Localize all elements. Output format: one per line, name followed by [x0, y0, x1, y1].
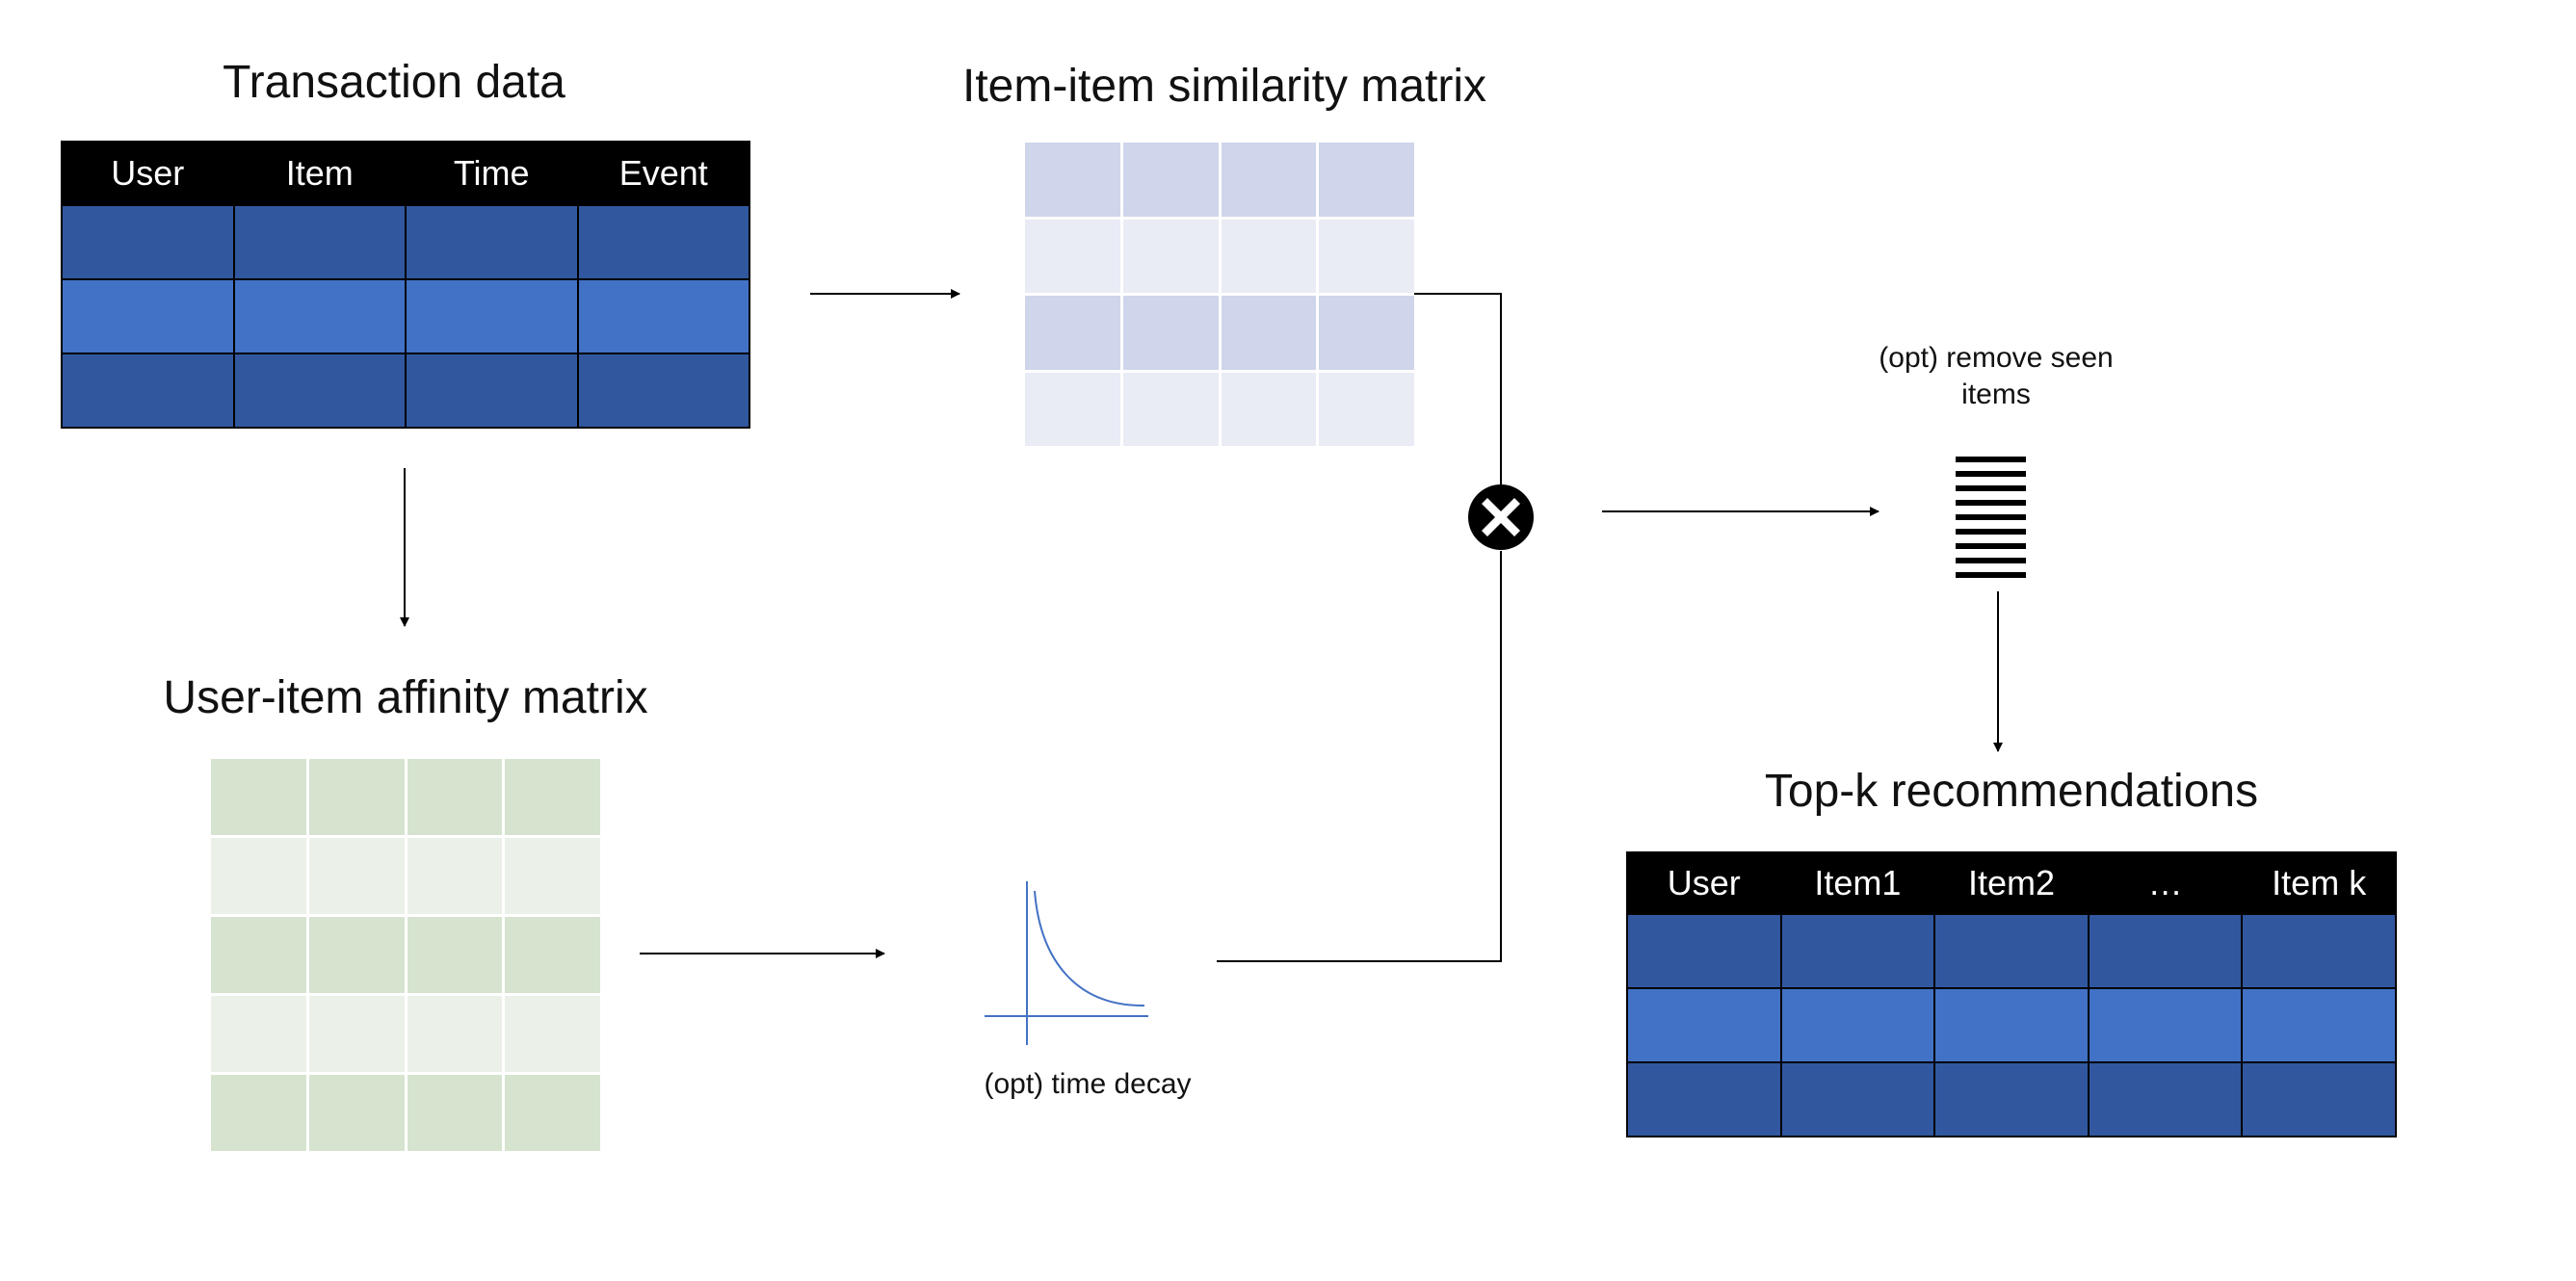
matrix-cell [1122, 372, 1219, 446]
matrix-cell [1025, 296, 1120, 370]
matrix-cell [1221, 296, 1317, 370]
matrix-cell [505, 759, 600, 835]
recommendations-header-row: User Item1 Item2 … Item k [1626, 851, 2397, 915]
line-similarity-to-multiply [1412, 293, 1502, 484]
matrix-cell [211, 759, 306, 835]
multiply-icon [1468, 484, 1534, 550]
matrix-cell [211, 838, 306, 914]
matrix-cell [1319, 296, 1414, 370]
matrix-cell [505, 917, 600, 993]
matrix-cell [308, 917, 405, 993]
list-icon [1956, 457, 2026, 578]
rec-header-item1: Item1 [1779, 851, 1936, 915]
matrix-cell [1221, 372, 1317, 446]
table-row [61, 204, 750, 280]
matrix-cell [505, 996, 600, 1072]
recommendations-table: User Item1 Item2 … Item k [1626, 851, 2397, 1137]
matrix-cell [1025, 143, 1120, 217]
matrix-cell [407, 996, 503, 1072]
table-row [1626, 987, 2397, 1063]
matrix-cell [211, 917, 306, 993]
matrix-cell [1221, 219, 1317, 293]
matrix-cell [308, 759, 405, 835]
remove-seen-caption-line1: (opt) remove seen [1879, 342, 2114, 374]
decay-caption: (opt) time decay [984, 1068, 1192, 1100]
affinity-matrix [211, 759, 600, 1151]
transaction-header-row: User Item Time Event [61, 141, 750, 206]
matrix-cell [407, 917, 503, 993]
transaction-title: Transaction data [223, 57, 565, 108]
matrix-cell [1122, 296, 1219, 370]
matrix-cell [1025, 372, 1120, 446]
recommendations-title: Top-k recommendations [1764, 766, 2259, 817]
remove-seen-caption: (opt) remove seen items [1879, 340, 2113, 413]
table-row [61, 278, 750, 354]
remove-seen-caption-line2: items [1961, 379, 2031, 410]
matrix-cell [505, 1075, 600, 1151]
matrix-cell [211, 996, 306, 1072]
affinity-title: User-item affinity matrix [163, 672, 648, 723]
table-row [61, 353, 750, 429]
matrix-cell [1122, 143, 1219, 217]
matrix-cell [1319, 372, 1414, 446]
table-row [1626, 913, 2397, 989]
rec-header-ellipsis: … [2087, 851, 2244, 915]
matrix-cell [1025, 219, 1120, 293]
matrix-cell [1221, 143, 1317, 217]
matrix-cell [1122, 219, 1219, 293]
rec-header-itemk: Item k [2241, 851, 2397, 915]
rec-header-user: User [1626, 851, 1782, 915]
similarity-title: Item-item similarity matrix [961, 61, 1487, 112]
matrix-cell [505, 838, 600, 914]
line-decay-to-multiply [1217, 551, 1502, 962]
matrix-cell [407, 759, 503, 835]
rec-header-item2: Item2 [1933, 851, 2090, 915]
similarity-matrix [1025, 143, 1414, 446]
matrix-cell [407, 1075, 503, 1151]
decay-curve [1034, 890, 1145, 1007]
table-row [1626, 1061, 2397, 1137]
matrix-cell [308, 996, 405, 1072]
matrix-cell [1319, 219, 1414, 293]
transaction-header-user: User [61, 141, 235, 206]
transaction-header-event: Event [576, 141, 750, 206]
time-decay-chart [985, 881, 1148, 1045]
matrix-cell [1319, 143, 1414, 217]
matrix-cell [308, 838, 405, 914]
transaction-header-time: Time [405, 141, 579, 206]
transaction-table: User Item Time Event [61, 141, 750, 429]
matrix-cell [211, 1075, 306, 1151]
transaction-header-item: Item [232, 141, 407, 206]
matrix-cell [407, 838, 503, 914]
matrix-cell [308, 1075, 405, 1151]
